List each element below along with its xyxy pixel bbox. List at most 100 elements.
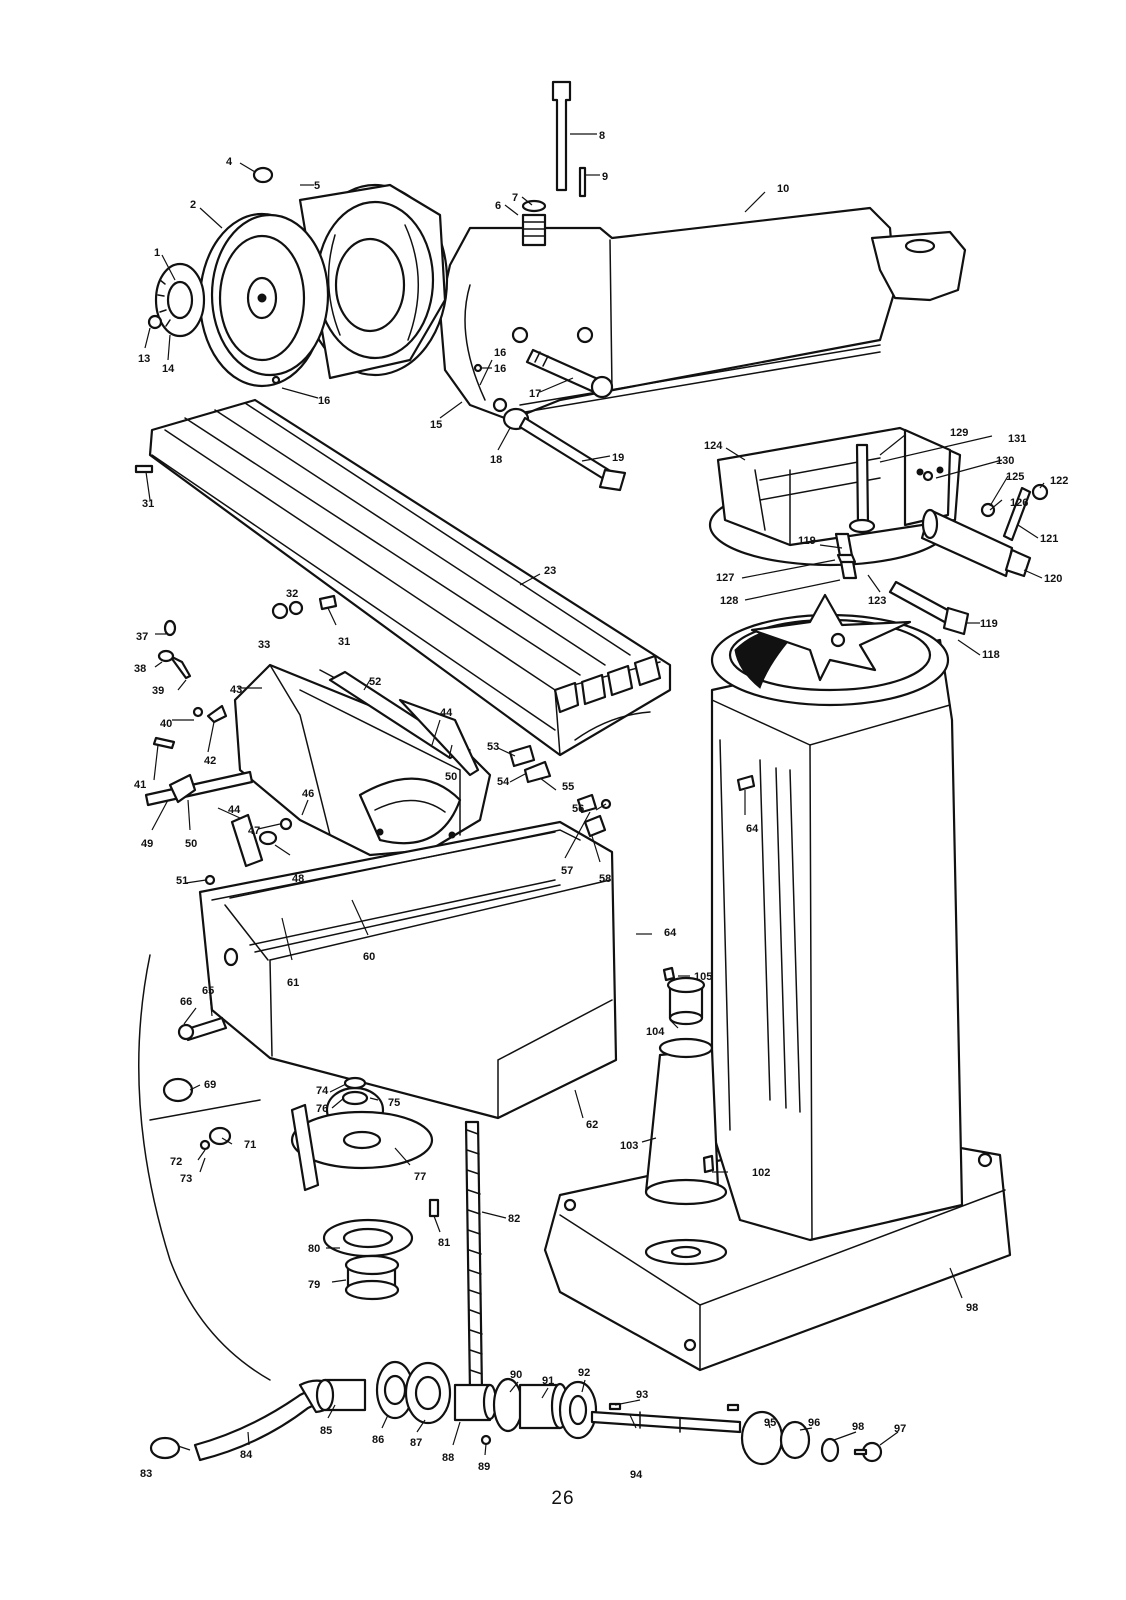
overarm-assembly [438, 206, 967, 422]
part-label: 44 [440, 707, 453, 719]
part-label: 55 [562, 781, 574, 793]
part-label: 105 [694, 971, 712, 983]
page-number: 26 [551, 1488, 575, 1509]
part-label: 103 [620, 1140, 638, 1152]
part-label: 66 [180, 996, 192, 1008]
elevating-screw-and-gears [138, 954, 484, 1394]
part-label: 23 [544, 565, 556, 577]
part-label: 5 [314, 180, 320, 192]
part-label: 58 [599, 873, 611, 885]
part-label: 91 [542, 1375, 554, 1387]
head-housing [298, 183, 449, 380]
part-label: 8 [599, 130, 605, 142]
part-label: 83 [140, 1468, 152, 1480]
part-label: 18 [490, 454, 502, 466]
part-label: 17 [529, 388, 541, 400]
part-label: 47 [248, 825, 260, 837]
part-label: 16 [494, 347, 506, 359]
part-label: 87 [410, 1437, 422, 1449]
part-label: 123 [868, 595, 886, 607]
graduated-dial [147, 262, 206, 338]
part-labels: 1 2 4 5 6 7 8 9 10 13 14 15 16 16 16 17 … [134, 130, 1068, 1481]
part-label: 13 [138, 353, 150, 365]
part-label: 80 [308, 1243, 320, 1255]
part-label: 39 [152, 685, 164, 697]
part-label: 119 [980, 618, 998, 630]
part-label: 1 [154, 247, 160, 259]
part-label: 41 [134, 779, 146, 791]
part-label: 53 [487, 741, 499, 753]
part-label: 49 [141, 838, 153, 850]
saddle-small-parts [144, 594, 612, 886]
part-label: 96 [808, 1417, 820, 1429]
part-label: 50 [445, 771, 457, 783]
saddle [233, 663, 492, 857]
part-label: 44 [228, 804, 241, 816]
part-label: 94 [630, 1469, 643, 1481]
part-label: 85 [320, 1425, 332, 1437]
leader-lines [144, 133, 1045, 1456]
part-label: 61 [287, 977, 299, 989]
part-label: 122 [1050, 475, 1068, 487]
part-label: 7 [512, 192, 518, 204]
part-label: 38 [134, 663, 146, 675]
part-label: 118 [982, 649, 1000, 661]
part-label: 95 [764, 1417, 776, 1429]
part-label: 104 [646, 1026, 665, 1038]
part-label: 64 [746, 823, 759, 835]
part-label: 48 [292, 873, 304, 885]
part-label: 56 [572, 803, 584, 815]
part-label: 40 [160, 718, 172, 730]
part-label: 77 [414, 1171, 426, 1183]
part-label: 82 [508, 1213, 520, 1225]
part-label: 88 [442, 1452, 454, 1464]
part-label: 97 [894, 1423, 906, 1435]
part-label: 31 [338, 636, 350, 648]
part-label: 89 [478, 1461, 490, 1473]
part-label: 64 [664, 927, 677, 939]
part-label: 51 [176, 875, 188, 887]
swivel-head-assembly [708, 426, 1049, 682]
part-label: 32 [286, 588, 298, 600]
part-label: 98 [852, 1421, 864, 1433]
part-label: 16 [318, 395, 330, 407]
part-label: 60 [363, 951, 375, 963]
part-label: 93 [636, 1389, 648, 1401]
part-label: 62 [586, 1119, 598, 1131]
part-label: 74 [316, 1085, 329, 1097]
part-label: 121 [1040, 533, 1058, 545]
part-label: 43 [230, 684, 242, 696]
spindle-flange [198, 212, 330, 388]
part-label: 120 [1044, 573, 1062, 585]
knee [198, 820, 618, 1120]
part-label: 75 [388, 1097, 400, 1109]
part-label: 16 [494, 363, 506, 375]
part-label: 84 [240, 1449, 253, 1461]
part-label: 90 [510, 1369, 522, 1381]
part-label: 14 [162, 363, 175, 375]
part-label: 119 [798, 535, 816, 547]
part-label: 129 [950, 427, 968, 439]
part-label: 86 [372, 1434, 384, 1446]
work-table [134, 398, 672, 757]
part-label: 127 [716, 572, 734, 584]
part-label: 15 [430, 419, 442, 431]
part-label: 42 [204, 755, 216, 767]
part-label: 92 [578, 1367, 590, 1379]
part-label: 131 [1008, 433, 1026, 445]
part-label: 126 [1010, 497, 1028, 509]
part-label: 33 [258, 639, 270, 651]
part-label: 10 [777, 183, 789, 195]
part-label: 130 [996, 455, 1014, 467]
part-label: 52 [369, 676, 381, 688]
part-label: 76 [316, 1103, 328, 1115]
part-label: 65 [202, 985, 214, 997]
part-label: 2 [190, 199, 196, 211]
part-label: 57 [561, 865, 573, 877]
part-label: 72 [170, 1156, 182, 1168]
part-label: 81 [438, 1237, 450, 1249]
part-label: 79 [308, 1279, 320, 1291]
part-label: 69 [204, 1079, 216, 1091]
part-label: 98 [966, 1302, 978, 1314]
